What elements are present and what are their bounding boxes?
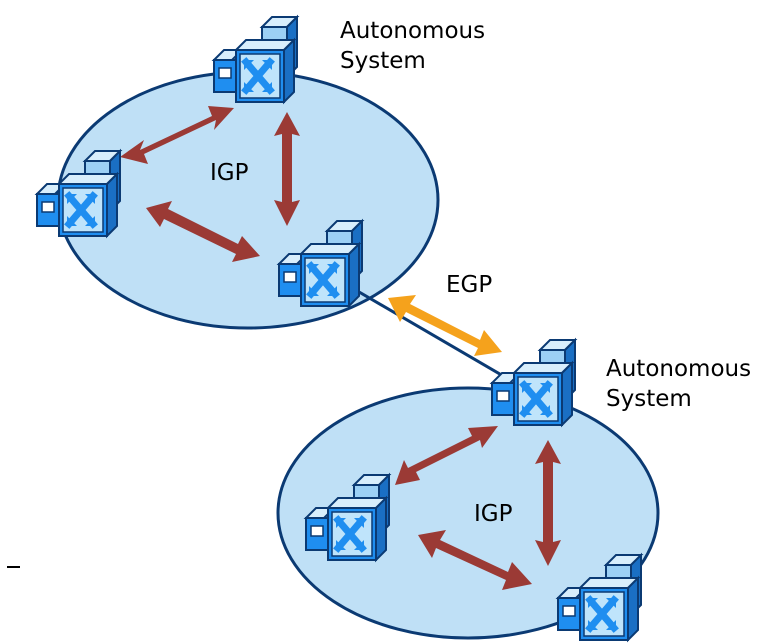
as-top-label: Autonomous System: [340, 18, 492, 74]
as-top-label-line1: Autonomous: [340, 18, 485, 44]
as-top-label-line2: System: [340, 48, 426, 74]
igp-bottom-label: IGP: [474, 501, 513, 527]
igp-arrow-top-1: [120, 106, 234, 164]
egp-arrow: [388, 295, 502, 356]
as-bottom-label-line1: Autonomous: [606, 356, 751, 382]
igp-arrow-bottom-1: [395, 426, 498, 485]
egp-label: EGP: [446, 272, 492, 298]
router-icon-top-main: [214, 17, 297, 102]
as-bottom-label-line2: System: [606, 386, 692, 412]
as-bottom-label: Autonomous System: [606, 356, 758, 412]
igp-arrow-top-2: [274, 112, 300, 226]
router-icon-bottom-border: [492, 340, 575, 425]
igp-arrow-top-3: [146, 201, 260, 262]
as-bottom-ellipse: [276, 386, 660, 640]
igp-arrow-bottom-2: [535, 440, 561, 566]
igp-arrow-bottom-3: [418, 530, 532, 590]
igp-top-label: IGP: [210, 160, 249, 186]
